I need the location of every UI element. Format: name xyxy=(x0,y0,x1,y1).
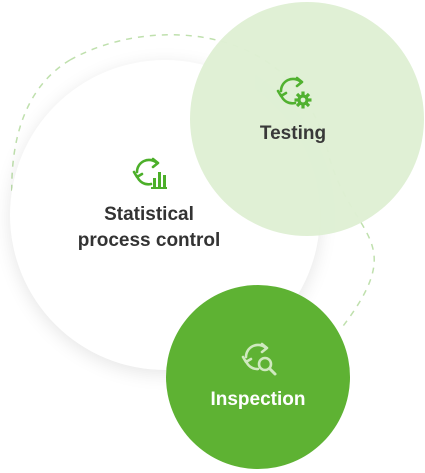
refresh-bar-chart-icon xyxy=(132,157,167,189)
spc-label-line1: Statistical xyxy=(104,204,194,225)
spc-label-line2: process control xyxy=(77,230,221,251)
testing-label: Testing xyxy=(259,123,327,144)
refresh-gear-icon xyxy=(276,76,312,109)
testing-node: Testing xyxy=(190,2,424,236)
refresh-magnifier-icon xyxy=(241,342,277,376)
inspection-node: Inspection xyxy=(166,285,350,469)
spc-label: Statistical process control xyxy=(78,202,221,254)
inspection-label: Inspection xyxy=(210,389,306,410)
